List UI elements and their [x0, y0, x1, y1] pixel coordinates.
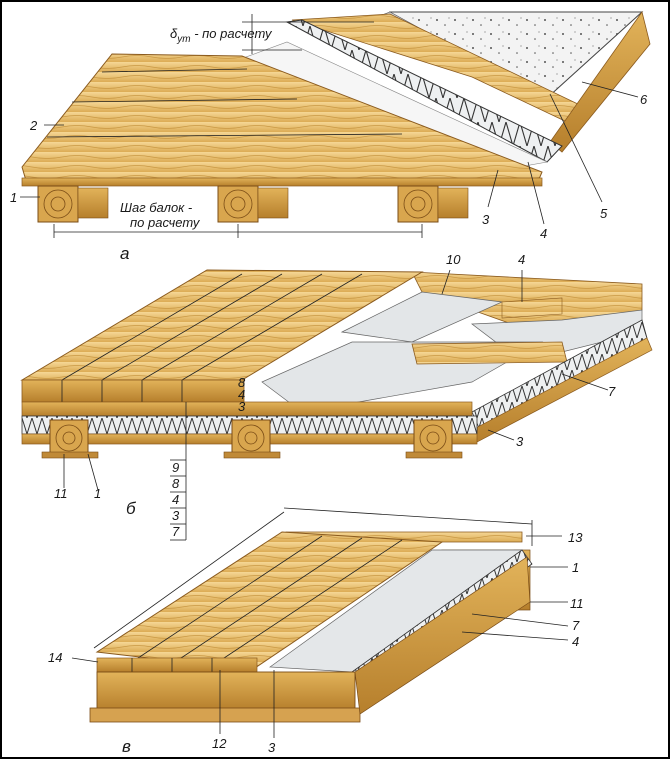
callout-a-3: 3 [482, 212, 490, 227]
callout-b-7: 7 [608, 384, 616, 399]
beam-spacing-line1: Шаг балок - [120, 200, 193, 215]
caption-a: а [120, 244, 129, 263]
callout-c-3: 3 [268, 740, 276, 755]
callout-b-4: 4 [518, 252, 525, 267]
callout-c-11: 11 [570, 596, 584, 611]
callout-c-7: 7 [572, 618, 580, 633]
callout-c-14: 14 [48, 650, 62, 665]
callout-a-4: 4 [540, 226, 547, 241]
beam-spacing-line2: по расчету [130, 215, 201, 230]
callout-c-12: 12 [212, 736, 227, 751]
cross-board [411, 341, 568, 365]
base-beam [96, 671, 356, 711]
callout-b-10: 10 [446, 252, 461, 267]
stack-9: 9 [172, 460, 179, 475]
insulation-layer [285, 19, 563, 163]
callout-b-3: 3 [516, 434, 524, 449]
layer-mark-4: 4 [238, 387, 245, 402]
stack-3: 3 [172, 508, 180, 523]
figure-a-drawing [20, 11, 651, 238]
callout-c-1: 1 [572, 560, 579, 575]
stack-4: 4 [172, 492, 179, 507]
layer-mark-8: 8 [238, 375, 246, 390]
callout-a-2: 2 [29, 118, 38, 133]
base-plank [89, 707, 361, 723]
joists-b [41, 419, 463, 459]
callout-c-13: 13 [568, 530, 583, 545]
callout-b-11: 11 [54, 486, 68, 501]
board-edge [21, 177, 543, 187]
callout-c-4: 4 [572, 634, 579, 649]
stack-8: 8 [172, 476, 180, 491]
callout-a-1: 1 [10, 190, 17, 205]
joists-a [37, 185, 469, 223]
caption-b: б [126, 499, 137, 518]
thickness-label: δут - по расчету [170, 26, 273, 45]
underlay-board [21, 401, 473, 417]
callout-a-5: 5 [600, 206, 608, 221]
callout-b-1: 1 [94, 486, 101, 501]
figure-c-drawing [71, 507, 569, 738]
stack-7: 7 [172, 524, 180, 539]
side-boards [549, 11, 651, 153]
figure-b-drawing [20, 269, 653, 541]
layer-mark-3: 3 [238, 399, 246, 414]
caption-c: в [122, 737, 131, 756]
board-ends-b [21, 379, 245, 403]
board-ends-c [96, 657, 258, 673]
callout-a-6: 6 [640, 92, 648, 107]
